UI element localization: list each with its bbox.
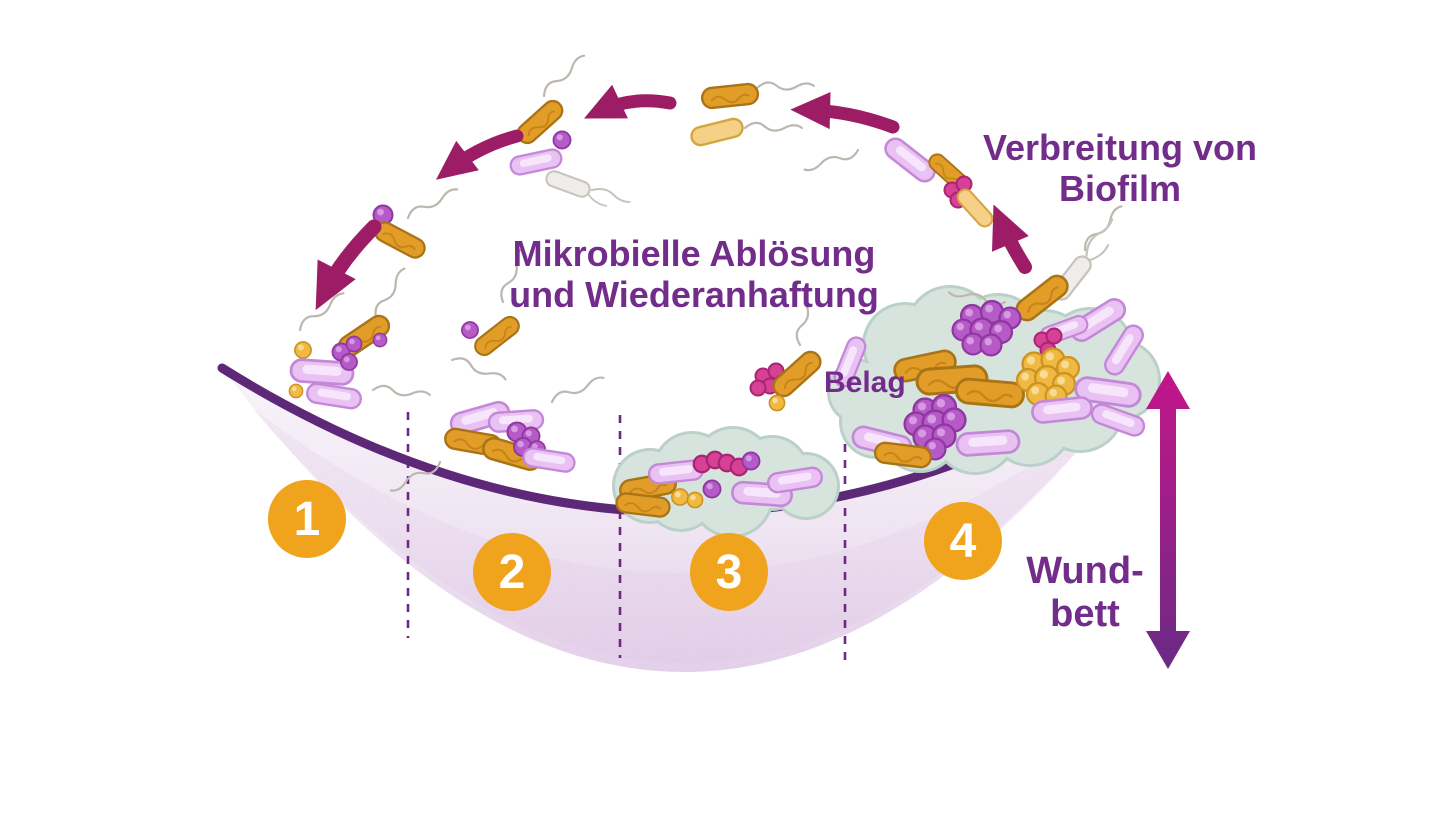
stage-number-1: 1: [293, 492, 321, 546]
stage-marker-4: 4: [924, 502, 1002, 580]
cycle-arrows: [315, 84, 1032, 311]
wound-depth-double-arrow-icon: [1146, 371, 1190, 669]
wound-bed-speckle-band: [252, 404, 1118, 664]
stage-number-3: 3: [715, 545, 743, 599]
label-wound-bed: Wund- bett: [1016, 550, 1154, 636]
label-microbial-detachment-line1: Mikrobielle Ablösung: [512, 233, 876, 274]
label-coating: Belag: [824, 366, 906, 399]
stage-dividers: [406, 412, 847, 663]
stage-marker-2: 2: [473, 533, 551, 611]
cycle-arrow-right-up-icon: [992, 204, 1032, 274]
stage-number-4: 4: [949, 514, 977, 568]
stage-number-2: 2: [498, 545, 526, 599]
stage-marker-3: 3: [690, 533, 768, 611]
cycle-arrow-top-right-icon: [790, 91, 900, 134]
stage3-cluster: [612, 426, 840, 538]
cycle-arrow-upper-left-icon: [435, 129, 524, 180]
label-wound-bed-line1: Wund-: [1026, 550, 1144, 592]
label-biofilm-spread: Verbreitung von Biofilm: [953, 127, 1287, 209]
cycle-arrow-down-left-icon: [315, 219, 382, 311]
label-biofilm-spread-line2: Biofilm: [1059, 167, 1181, 209]
stage-marker-1: 1: [268, 480, 346, 558]
stage1-bacteria: [288, 266, 432, 411]
label-microbial-detachment-line2: und Wiederanhaftung: [509, 273, 879, 315]
cycle-arrow-top-center-icon: [583, 84, 677, 119]
label-microbial-detachment: Mikrobielle Ablösung und Wiederanhaftung: [474, 233, 914, 315]
stage4-biofilm: [827, 204, 1161, 475]
label-wound-bed-line2: bett: [1050, 592, 1120, 635]
label-biofilm-spread-line1: Verbreitung von: [982, 127, 1258, 168]
